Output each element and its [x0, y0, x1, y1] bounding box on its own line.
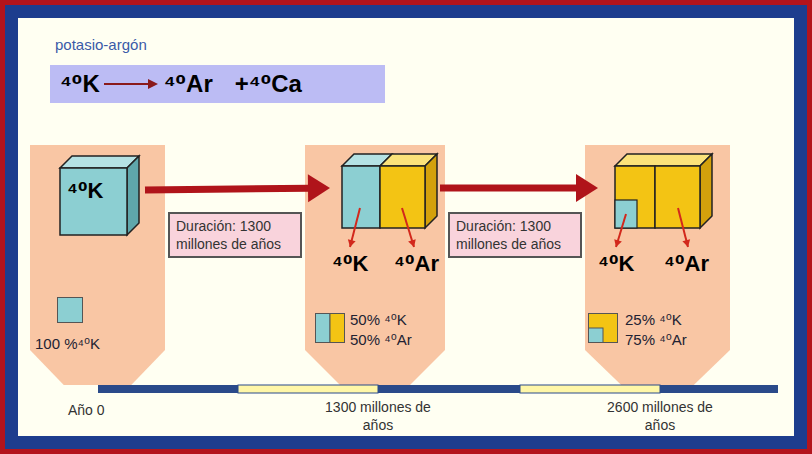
duration-text: Duración: 1300 millones de años [456, 218, 561, 252]
text-slot: ⁴⁰Ar [664, 251, 709, 277]
percentage-text: 25% ⁴⁰K [625, 311, 682, 328]
process-arrow [145, 174, 330, 202]
icon-square [330, 314, 345, 343]
text-slot: ⁴⁰K [598, 251, 634, 277]
formula-text: ⁴⁰K [60, 70, 100, 98]
process-arrow [440, 174, 598, 202]
duration-box: Duración: 1300 millones de años [168, 212, 302, 258]
text-slot: potasio-argón [55, 36, 147, 54]
cube-top [615, 154, 712, 166]
isotope-label: ⁴⁰Ar [394, 251, 439, 276]
text-block: Duración: 1300 millones de años [176, 217, 294, 253]
formula-text: ⁴⁰Ar [164, 70, 213, 98]
drawing [588, 313, 618, 343]
panel-shape [30, 145, 165, 385]
drawing [57, 297, 83, 323]
percentage-text: 75% ⁴⁰Ar [625, 331, 687, 348]
text-slot: ⁴⁰Ar [394, 251, 439, 277]
timeline-segment [660, 385, 778, 393]
stage-panel: 50% ⁴⁰K 50% ⁴⁰Ar ⁴⁰K ⁴⁰Ar [305, 145, 445, 385]
icon-square [316, 314, 331, 343]
cube-front [380, 166, 425, 228]
percentage-text: 50% ⁴⁰K [350, 311, 407, 328]
timeline-segment [520, 385, 660, 393]
text-slot: 50% ⁴⁰K [350, 311, 407, 329]
text-slot: 2600 millones de años [595, 398, 725, 434]
cube-side [127, 156, 139, 235]
stage-panel: 100 %⁴⁰K ⁴⁰K [30, 145, 165, 385]
formula-text: +⁴⁰Ca [235, 70, 302, 98]
cube-front [60, 168, 127, 235]
cube-side [700, 154, 712, 228]
cube-side [425, 154, 437, 228]
arrow-line [440, 185, 578, 192]
isotope-cube: ⁴⁰K ⁴⁰Ar [598, 148, 720, 285]
icon-square [589, 314, 618, 343]
arrow-line [145, 188, 310, 190]
leader-head [682, 239, 690, 247]
icon-square [589, 328, 604, 343]
percentage-text: 100 %⁴⁰K [35, 335, 100, 352]
leader-head [614, 239, 622, 247]
cube-top [60, 156, 139, 168]
isotope-cube: ⁴⁰K ⁴⁰Ar [330, 148, 440, 285]
timeline-segment [238, 385, 378, 393]
percentage-text: 50% ⁴⁰Ar [350, 331, 412, 348]
timeline-label: 2600 millones de años [607, 399, 713, 433]
panel-shape [585, 145, 730, 385]
icon-square [58, 298, 83, 323]
leader-head [408, 239, 416, 247]
reaction-arrow [102, 76, 160, 92]
drawing [315, 313, 345, 343]
diagram-title: potasio-argón [55, 36, 147, 53]
cube-front [655, 166, 700, 228]
timeline-segment [378, 385, 520, 393]
text-slot: 100 %⁴⁰K [35, 335, 100, 353]
isotope-label: ⁴⁰K [598, 251, 634, 276]
formula-box: ⁴⁰K ⁴⁰Ar +⁴⁰Ca [50, 65, 385, 103]
isotope-label: ⁴⁰K [67, 178, 103, 203]
leader-head [348, 239, 356, 247]
isotope-label: ⁴⁰Ar [664, 251, 709, 276]
text-slot: Año 0 [68, 401, 105, 419]
cube-front [342, 166, 380, 228]
arrow-line [104, 83, 150, 85]
text-block: Duración: 1300 millones de años [456, 217, 574, 253]
isotope-cube: ⁴⁰K [55, 150, 145, 238]
stage-panel: 25% ⁴⁰K 75% ⁴⁰Ar ⁴⁰K ⁴⁰Ar [585, 145, 730, 385]
text-slot: 75% ⁴⁰Ar [625, 331, 687, 349]
text-slot: 50% ⁴⁰Ar [350, 331, 412, 349]
duration-box: Duración: 1300 millones de años [448, 212, 582, 258]
isotope-label: ⁴⁰K [332, 251, 368, 276]
text-slot: ⁴⁰K [67, 178, 103, 204]
duration-text: Duración: 1300 millones de años [176, 218, 281, 252]
arrow-head [148, 79, 158, 89]
text-slot: 25% ⁴⁰K [625, 311, 682, 329]
timeline-label: Año 0 [68, 402, 105, 418]
timeline-label: 1300 millones de años [325, 399, 431, 433]
panel-shape [305, 145, 445, 385]
cube-front [615, 166, 655, 228]
text-slot: 1300 millones de años [313, 398, 443, 434]
text-slot: ⁴⁰K [332, 251, 368, 277]
timeline-segment [98, 385, 238, 393]
